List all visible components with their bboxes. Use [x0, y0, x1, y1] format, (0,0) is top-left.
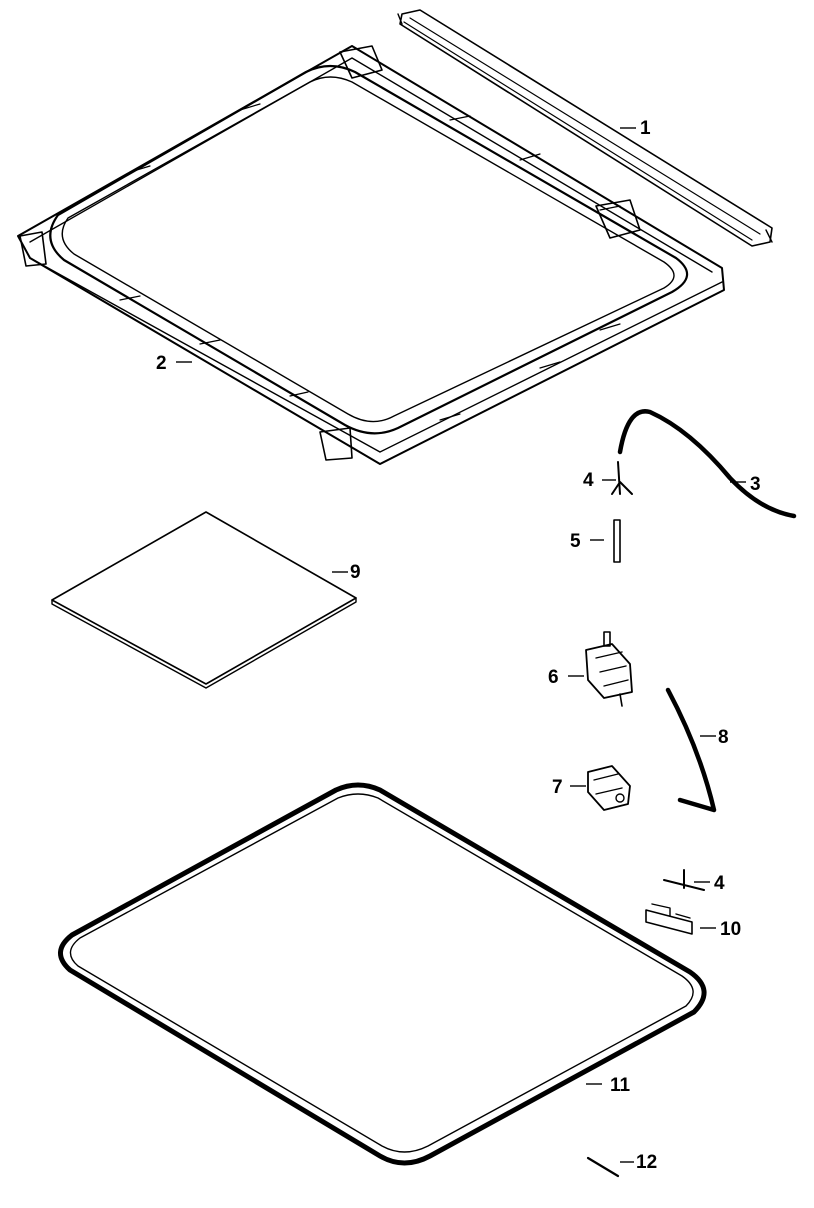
callout-4-upper: 4 [583, 470, 594, 491]
part-9-flat-panel[interactable] [52, 512, 356, 688]
callout-3: 3 [750, 474, 761, 495]
part-11-gasket[interactable] [60, 785, 704, 1163]
part-10-bracket[interactable] [646, 904, 692, 934]
part-6-valve-switch[interactable] [586, 632, 632, 706]
callout-10: 10 [720, 919, 741, 940]
callout-1: 1 [640, 118, 651, 139]
leader-lines [176, 128, 746, 1162]
part-2-top-frame[interactable] [18, 46, 724, 464]
part-4-y-connector-upper[interactable] [612, 462, 632, 494]
callout-7: 7 [552, 777, 563, 798]
callout-2: 2 [156, 353, 167, 374]
part-3-hose[interactable] [620, 411, 794, 516]
callout-5: 5 [570, 531, 581, 552]
part-7-actuator[interactable] [588, 766, 630, 810]
callout-11: 11 [610, 1075, 631, 1096]
part-4-t-connector-lower[interactable] [664, 870, 704, 890]
callout-8: 8 [718, 727, 729, 748]
part-8-bent-tube[interactable] [668, 690, 714, 810]
callout-9: 9 [350, 562, 361, 583]
part-12-pin[interactable] [588, 1158, 618, 1176]
part-1-trim-rail[interactable] [398, 10, 772, 246]
callout-12: 12 [636, 1152, 657, 1173]
part-5-short-tube[interactable] [614, 520, 620, 562]
callout-4-lower: 4 [714, 873, 725, 894]
callout-6: 6 [548, 667, 559, 688]
